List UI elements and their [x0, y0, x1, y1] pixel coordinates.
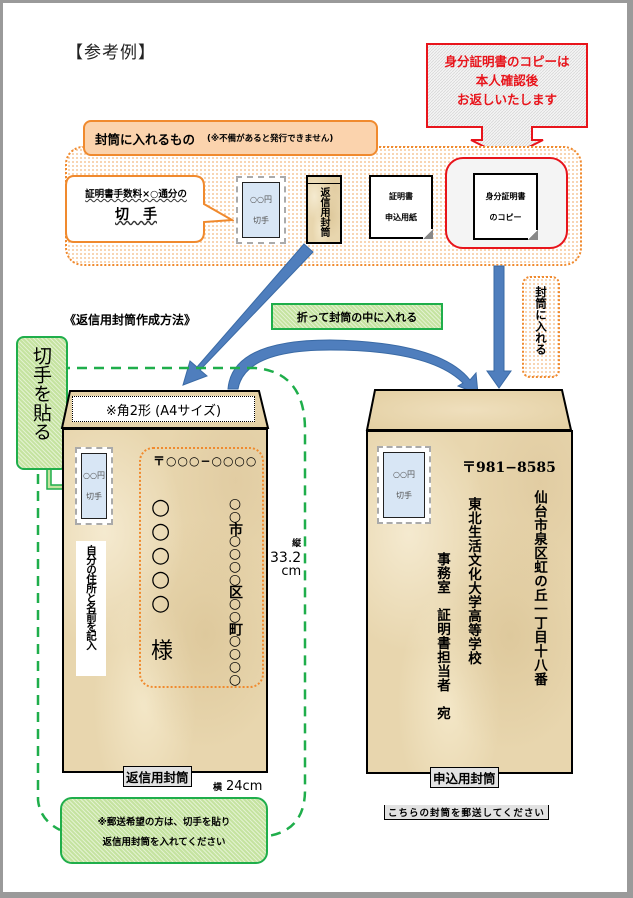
name-placeholder: ○ ○ ○ ○ ○ — [151, 496, 170, 616]
name-circle: ○ — [151, 519, 171, 544]
stamp-label: 切手 — [396, 491, 412, 500]
mail-note-box: ※郵送希望の方は、切手を貼り 返信用封筒を入れてください — [60, 797, 268, 864]
return-postal-code: 〒○○○−○○○○ — [153, 454, 258, 468]
stamp-icon: ○○円 切手 — [75, 447, 113, 525]
down-arrow-icon — [486, 265, 512, 389]
insert-label: 封筒に入れる — [534, 286, 548, 355]
notice-line: お返しいたします — [456, 92, 557, 107]
notice-text: 身分証明書のコピーは 本人確認後 お返しいたします — [427, 52, 587, 109]
return-envelope-caption: 返信用封筒 — [123, 766, 192, 787]
stamp-label: 切手 — [253, 216, 269, 225]
application-address: 仙台市泉区虹の丘一丁目十八番 — [531, 490, 547, 686]
page-curl-icon — [528, 230, 538, 240]
return-address: ○○市○○○○区○○町○○○○ — [227, 496, 243, 685]
page-title: 【参考例】 — [66, 43, 156, 63]
name-circle: ○ — [151, 543, 171, 568]
stamp-icon: ○○円 切手 — [377, 446, 431, 524]
instruction-box: 自分の住所と名前を記入 — [76, 541, 106, 676]
height-dimension: 縦 33.2 cm — [270, 537, 301, 579]
width-label: 横 — [213, 783, 223, 793]
recipient: 事務室 証明書担当者 宛 — [434, 552, 450, 720]
curved-arrow-icon — [227, 339, 479, 395]
stamp-text: 切 手 — [115, 207, 157, 223]
application-envelope-caption: 申込用封筒 — [430, 767, 499, 788]
stamp-label: 切手 — [86, 492, 102, 501]
how-to-title: 《返信用封筒作成方法》 — [64, 313, 197, 327]
paste-stamp-label: 切手を貼る — [30, 346, 52, 441]
application-envelope-flap — [365, 389, 573, 431]
insert-label-box: 封筒に入れる — [522, 276, 560, 378]
stamp-icon: ○○円 切手 — [236, 176, 286, 244]
id-copy-line: 身分証明書 — [485, 191, 526, 201]
application-form-icon: 証明書 申込用紙 — [369, 175, 433, 239]
stamp-price: ○○円 — [250, 195, 272, 204]
contents-header-note: (※不備があると発行できません) — [207, 134, 334, 144]
green-dashed-outline — [36, 440, 61, 832]
green-dashed-outline — [60, 366, 307, 838]
name-circle: ○ — [151, 591, 171, 616]
contents-header-title: 封筒に入れるもの — [95, 131, 196, 147]
id-copy-line: のコピー — [489, 212, 522, 222]
application-form-line: 証明書 — [389, 192, 413, 201]
envelope-size-label: ※角2形 (A4サイズ) — [72, 396, 255, 422]
notice-line: 本人確認後 — [475, 73, 539, 88]
page-curl-icon — [423, 229, 433, 239]
stamp-fee-text: 証明書手数料×○通分の — [85, 189, 187, 200]
honorific: 様 — [151, 639, 174, 664]
width-dimension: 横 24cm — [213, 779, 262, 794]
notice-line: 身分証明書のコピーは — [444, 54, 570, 69]
school-name: 東北生活文化大学高等学校 — [465, 497, 481, 665]
return-envelope-icon-label: 返信用封筒 — [318, 187, 329, 237]
mail-note-line: ※郵送希望の方は、切手を貼り — [97, 816, 231, 828]
stamp-price: ○○円 — [393, 470, 415, 479]
contents-header: 封筒に入れるもの (※不備があると発行できません) — [83, 120, 378, 156]
return-envelope-icon: 返信用封筒 — [306, 175, 342, 244]
height-value: 33.2 — [270, 550, 302, 566]
application-form-line: 申込用紙 — [385, 213, 417, 222]
height-label: 縦 — [292, 539, 302, 549]
fold-label: 折って封筒の中に入れる — [271, 303, 443, 330]
stamp-price: ○○円 — [83, 471, 105, 480]
application-postal-code: 〒981−8585 — [462, 460, 556, 476]
id-copy-icon: 身分証明書 のコピー — [473, 173, 538, 240]
width-value: 24cm — [226, 779, 263, 794]
stamp-fee-bubble-shape — [65, 175, 234, 243]
instruction-text: 自分の住所と名前を記入 — [85, 545, 97, 650]
address-area — [139, 447, 264, 688]
name-circle: ○ — [151, 495, 171, 520]
diagonal-arrow-icon — [182, 243, 314, 386]
height-unit: cm — [281, 564, 302, 579]
name-circle: ○ — [151, 567, 171, 592]
stamp-fee-bubble: 証明書手数料×○通分の 切 手 — [66, 186, 206, 224]
send-note: こちらの封筒を郵送してください — [384, 805, 549, 820]
mail-note-line: 返信用封筒を入れてください — [102, 836, 226, 848]
